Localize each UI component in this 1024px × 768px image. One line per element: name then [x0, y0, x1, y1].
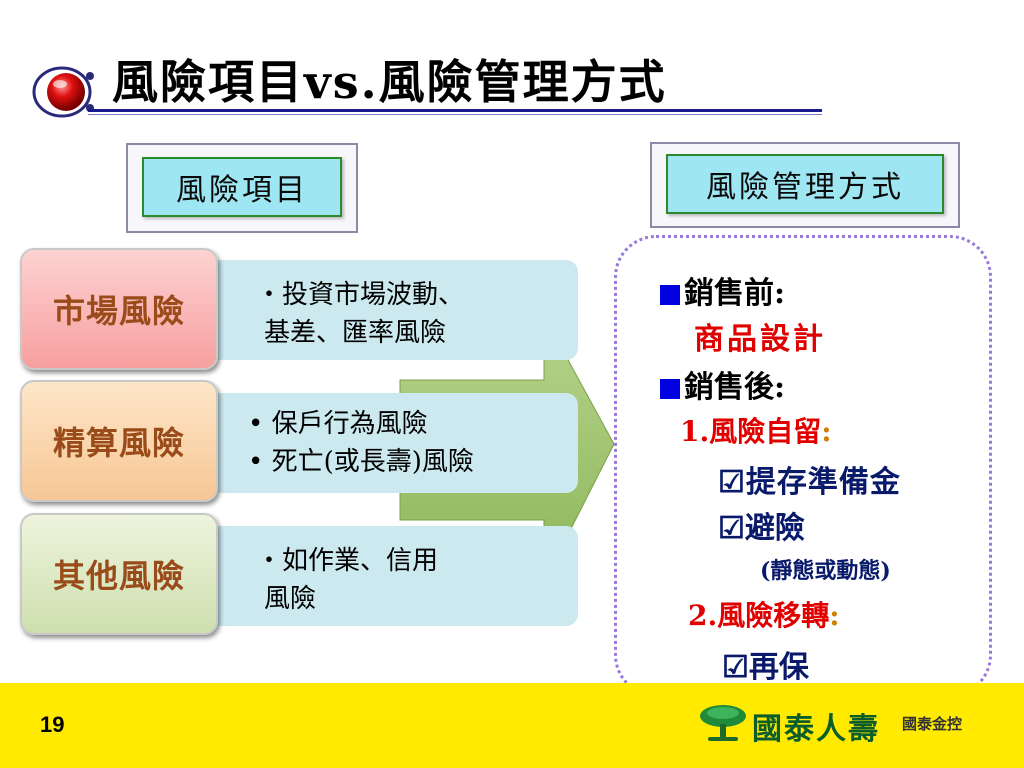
actuarial-risk-box: 精算風險	[20, 380, 218, 502]
reinsurance-item: ☑再保	[722, 650, 809, 685]
risk-management-header-label: 風險管理方式	[666, 154, 944, 214]
page-number: 19	[40, 712, 65, 737]
before-sale-label: 銷售前:	[660, 268, 785, 312]
tree-logo-icon	[698, 702, 748, 744]
reserve-item: ☑提存準備金	[718, 465, 901, 500]
risk-management-header: 風險管理方式	[650, 142, 960, 228]
square-bullet-icon	[660, 285, 680, 305]
market-risk-description: ・投資市場波動、 基差、匯率風險	[210, 260, 578, 360]
other-risk-box: 其他風險	[20, 513, 218, 635]
risk-transfer-colon: :	[829, 599, 840, 632]
risk-items-header-label: 風險項目	[142, 157, 342, 217]
description-line: 基差、匯率風險	[264, 318, 447, 348]
description-line: ・如作業、信用	[256, 546, 439, 576]
risk-transfer-text: 2.風險移轉	[688, 599, 830, 632]
product-design-item: 商品設計	[694, 322, 826, 357]
market-risk-box: 市場風險	[20, 248, 218, 370]
other-risk-description: ・如作業、信用 風險	[210, 526, 578, 626]
description-line: • 保戶行為風險	[248, 409, 428, 439]
after-sale-label: 銷售後:	[660, 362, 785, 406]
title-bullet-icon	[32, 62, 96, 126]
sub-brand-name: 國泰金控	[902, 715, 963, 733]
hedge-note: (靜態或動態)	[760, 558, 891, 584]
title-underline-thin	[88, 114, 822, 115]
hedge-item: ☑避險	[718, 511, 805, 546]
brand-name: 國泰人壽	[752, 712, 880, 747]
description-line: • 死亡(或長壽)風險	[248, 447, 474, 477]
risk-retention-text: 1.風險自留	[680, 415, 822, 448]
square-bullet-icon	[660, 379, 680, 399]
page-title: 風險項目vs.風險管理方式	[112, 55, 667, 109]
description-line: 風險	[264, 584, 317, 614]
risk-retention-label: 1.風險自留:	[680, 410, 832, 450]
actuarial-risk-description: • 保戶行為風險 • 死亡(或長壽)風險	[210, 393, 578, 493]
title-underline	[88, 109, 822, 112]
before-sale-text: 銷售前:	[684, 276, 786, 311]
after-sale-text: 銷售後:	[684, 370, 786, 405]
description-line: ・投資市場波動、	[256, 280, 465, 310]
risk-management-panel	[614, 235, 992, 697]
risk-transfer-label: 2.風險移轉:	[688, 594, 840, 634]
risk-items-header: 風險項目	[126, 143, 358, 233]
footer-bar	[0, 683, 1024, 768]
risk-retention-colon: :	[821, 415, 832, 448]
